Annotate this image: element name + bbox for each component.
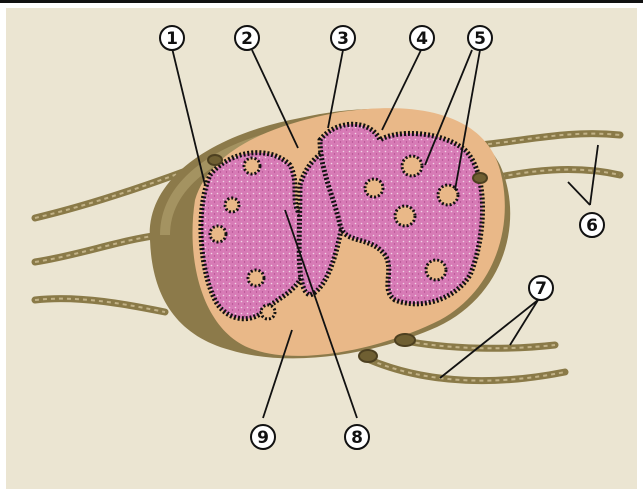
callout-2: 2 (235, 26, 259, 50)
callout-5-label: 5 (474, 29, 486, 49)
callout-7-label: 7 (535, 279, 547, 299)
callout-8-label: 8 (351, 428, 363, 448)
callout-3: 3 (331, 26, 355, 50)
callout-4-label: 4 (416, 29, 428, 49)
callout-2-label: 2 (241, 29, 253, 49)
callout-1: 1 (160, 26, 184, 50)
callout-9-label: 9 (257, 428, 269, 448)
callout-6: 6 (580, 213, 604, 237)
callout-9: 9 (251, 425, 275, 449)
callout-1-label: 1 (166, 29, 178, 49)
callout-6-label: 6 (586, 216, 598, 236)
callout-7: 7 (529, 276, 553, 300)
callout-3-label: 3 (337, 29, 349, 49)
callout-5: 5 (468, 26, 492, 50)
callout-4: 4 (410, 26, 434, 50)
callout-8: 8 (345, 425, 369, 449)
